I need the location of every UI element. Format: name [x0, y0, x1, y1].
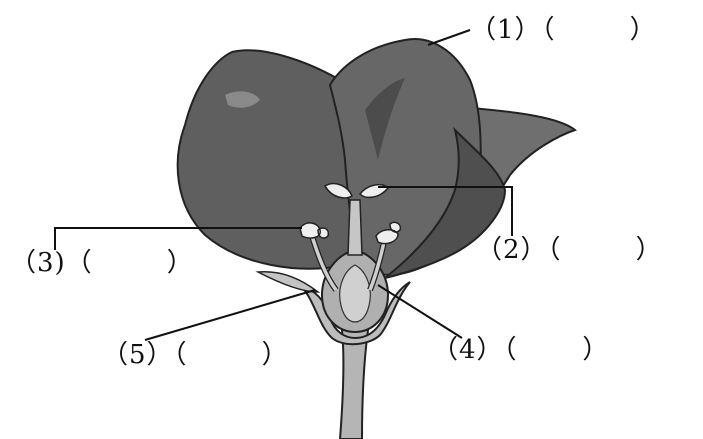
label-part-1: （1）（ ）	[470, 16, 657, 44]
style	[348, 200, 362, 255]
stem	[340, 330, 368, 439]
sepal-left	[258, 272, 318, 292]
leader-line-1	[428, 30, 470, 45]
label-part-5: （5）（ ）	[102, 341, 289, 369]
leader-line-5	[145, 290, 315, 340]
label-part-2: （2）（ ）	[476, 236, 663, 264]
label-part-3: （3)（ ）	[10, 249, 194, 277]
label-part-4: （4）（ ）	[432, 336, 609, 364]
